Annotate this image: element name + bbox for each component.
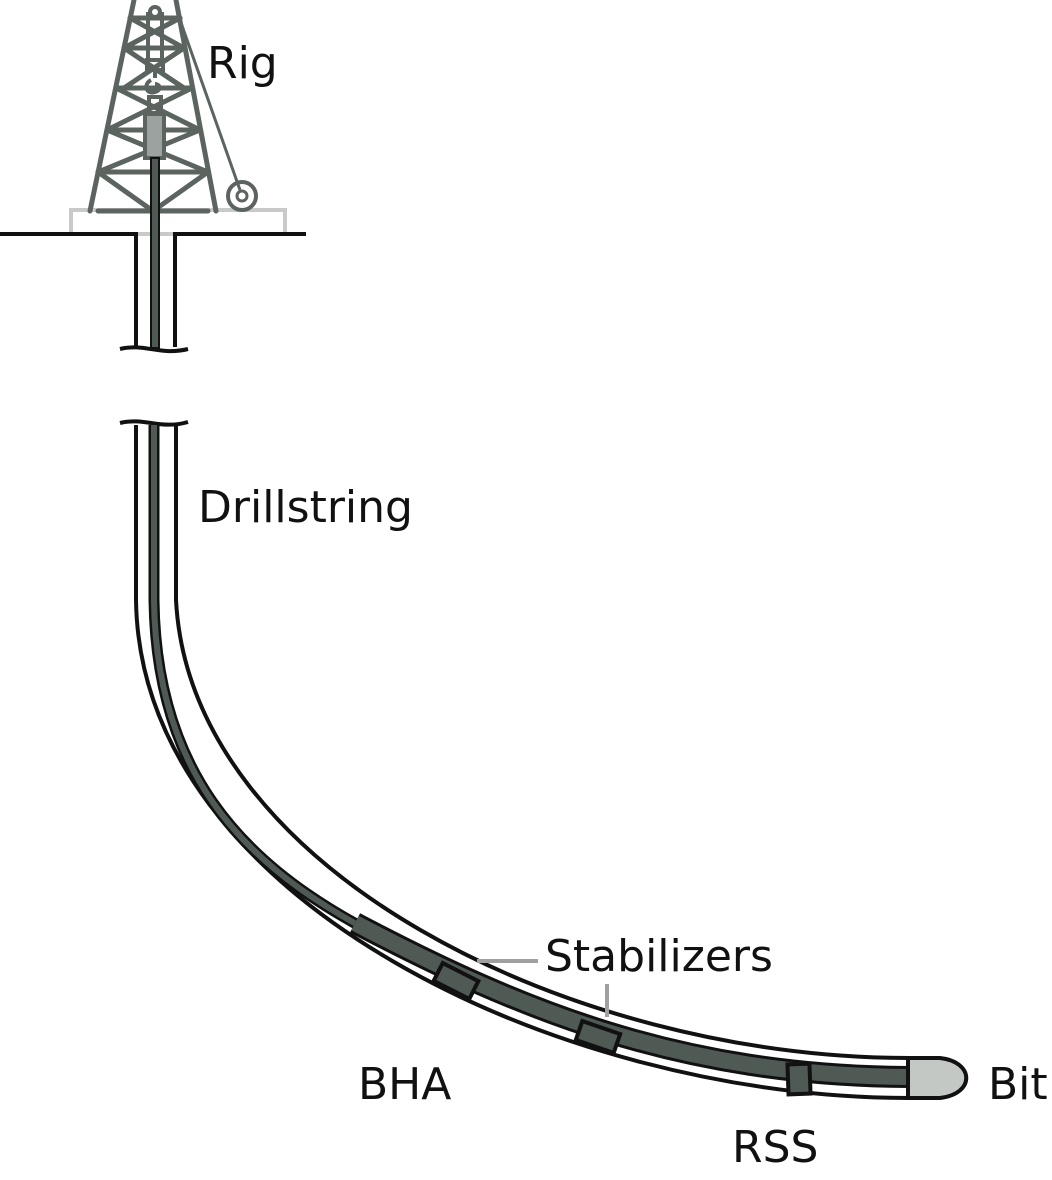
stabilizers-leader <box>477 959 609 1017</box>
wellbore-outer-wall <box>134 425 911 1100</box>
ground-surface <box>0 232 306 347</box>
wellbore <box>134 425 911 1100</box>
rss-label: RSS <box>732 1122 818 1173</box>
bha-label: BHA <box>358 1059 451 1110</box>
rig-label: Rig <box>207 38 278 89</box>
upper-break-line <box>119 345 189 354</box>
rss-unit <box>785 1061 813 1097</box>
drill-bit <box>906 1056 969 1100</box>
surface-drillpipe <box>150 157 160 349</box>
drawworks-icon <box>226 180 258 212</box>
rig-platform <box>69 208 287 236</box>
stabilizer-1 <box>430 960 482 1002</box>
stabilizer-2 <box>573 1018 623 1056</box>
lower-break-line <box>119 419 189 427</box>
stabilizers-label: Stabilizers <box>545 931 773 982</box>
wellbore-inner-wall <box>174 425 911 1060</box>
rig <box>69 0 287 236</box>
drillstring-pipe-fill <box>151 425 360 928</box>
drillstring-label: Drillstring <box>198 482 413 533</box>
bit-label: Bit <box>988 1059 1048 1110</box>
